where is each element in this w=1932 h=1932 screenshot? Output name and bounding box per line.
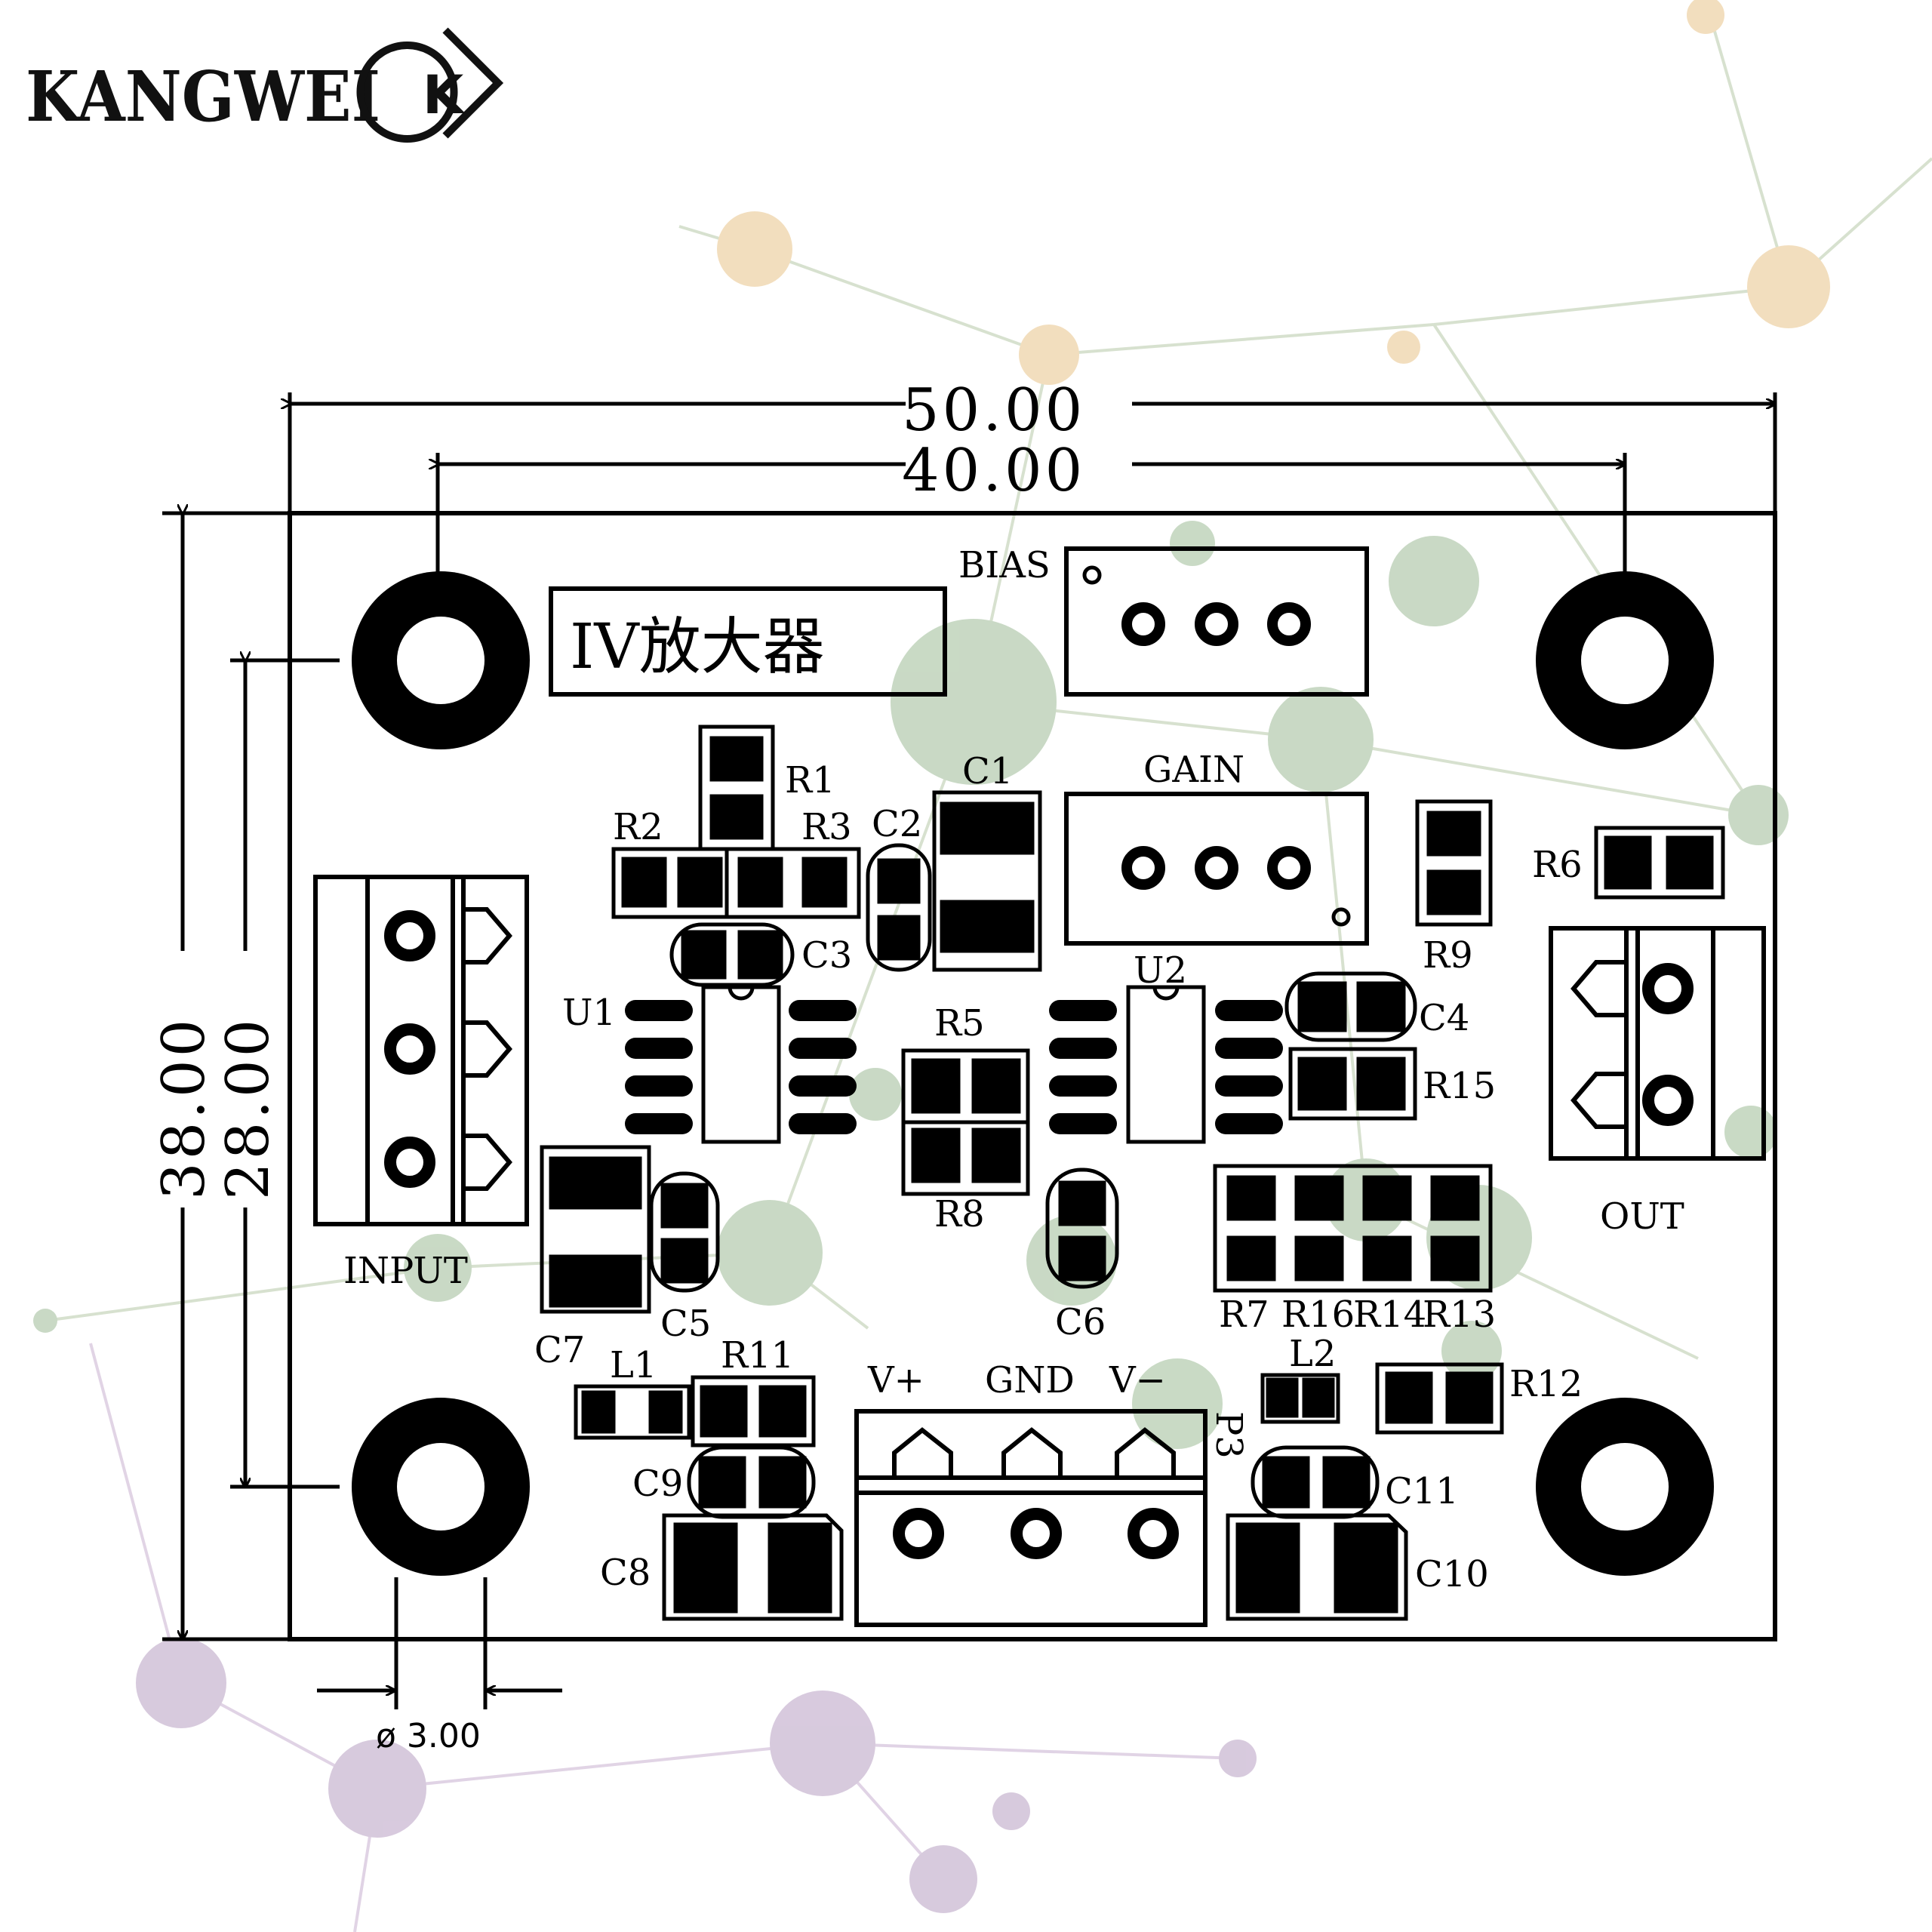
- mounting-hole: [352, 571, 530, 749]
- bias-potentiometer: [1064, 546, 1369, 697]
- svg-text:KANGWEI: KANGWEI: [26, 56, 380, 137]
- label-c5: C5: [660, 1303, 711, 1345]
- svg-text:K: K: [423, 64, 466, 126]
- board-title-box: [549, 586, 947, 697]
- label-c11: C11: [1385, 1470, 1459, 1512]
- resistor-r15: [1288, 1047, 1417, 1121]
- label-r7: R7: [1219, 1294, 1269, 1336]
- resistor-r11: [691, 1375, 816, 1447]
- label-r16: R16: [1281, 1294, 1355, 1336]
- dimension-annotations: [162, 392, 1777, 1709]
- capacitor-c11: [1251, 1445, 1380, 1519]
- output-label: OUT: [1600, 1195, 1684, 1238]
- height-holes-dimension: 28.00: [214, 1017, 282, 1200]
- label-r15: R15: [1423, 1065, 1496, 1107]
- opamp-u2: [1049, 985, 1283, 1144]
- hole-diameter-dimension: ø 3.00: [376, 1717, 481, 1755]
- width-holes-dimension: 40.00: [902, 437, 1085, 505]
- capacitor-c8: [662, 1513, 844, 1621]
- input-label: INPUT: [343, 1250, 468, 1292]
- resistor-array-r7-r13: [1213, 1164, 1493, 1293]
- gain-label: GAIN: [1143, 749, 1244, 791]
- resistor-r12: [1375, 1362, 1504, 1435]
- label-c1: C1: [962, 750, 1013, 792]
- kangwei-logo: KANGWEI K: [26, 27, 504, 143]
- label-r6: R6: [1532, 844, 1583, 886]
- mounting-hole: [352, 1398, 530, 1576]
- capacitor-c4: [1284, 971, 1417, 1042]
- label-c3: C3: [801, 934, 852, 977]
- opamp-u1: [625, 985, 857, 1144]
- label-c7: C7: [534, 1329, 585, 1371]
- label-r11: R11: [721, 1334, 794, 1377]
- pcb-board-outline: [288, 511, 1777, 1641]
- power-vminus-label: V−: [1109, 1359, 1166, 1401]
- component-labels: R1 R2 R3 C1 C2 C3 U1 U2 R5 R8 C6 R9 R6 C…: [534, 750, 1583, 1595]
- resistor-r2: [611, 847, 729, 919]
- label-u2: U2: [1134, 949, 1187, 992]
- label-r8: R8: [934, 1193, 985, 1235]
- label-c6: C6: [1055, 1301, 1106, 1343]
- capacitor-c9: [687, 1445, 816, 1519]
- capacitor-c6: [1045, 1168, 1119, 1289]
- capacitor-c7: [540, 1145, 651, 1314]
- resistor-r8: [901, 1120, 1030, 1196]
- board-title: IV放大器: [570, 611, 825, 683]
- power-terminal-block: [854, 1409, 1208, 1627]
- smd-components: [540, 724, 1725, 1621]
- capacitor-c10: [1226, 1513, 1408, 1621]
- label-c10: C10: [1415, 1553, 1489, 1595]
- capacitor-c3: [669, 922, 795, 987]
- resistor-r1: [698, 724, 775, 851]
- resistor-r6: [1594, 826, 1725, 900]
- label-u1: U1: [562, 992, 616, 1034]
- inductor-l1: [574, 1384, 691, 1440]
- input-terminal-block: [313, 875, 529, 1226]
- capacitor-c2: [866, 843, 932, 972]
- label-r5: R5: [934, 1002, 985, 1044]
- label-c8: C8: [600, 1552, 651, 1594]
- mounting-holes: [352, 571, 1714, 1576]
- background-molecule-art: [33, 0, 1932, 1932]
- capacitor-c1: [932, 790, 1042, 972]
- mounting-hole: [1536, 1398, 1714, 1576]
- height-outer-dimension: 38.00: [150, 1017, 218, 1200]
- label-c4: C4: [1419, 997, 1469, 1039]
- bias-label: BIAS: [958, 544, 1051, 586]
- label-p3: P3: [1208, 1411, 1250, 1459]
- gain-potentiometer: [1064, 792, 1369, 946]
- output-terminal-block: [1549, 926, 1766, 1161]
- capacitor-c5: [649, 1171, 720, 1293]
- resistor-r3: [724, 847, 861, 919]
- label-l1: L1: [610, 1344, 657, 1386]
- label-r2: R2: [613, 806, 663, 848]
- inductor-l2: [1260, 1373, 1340, 1424]
- label-c2: C2: [872, 803, 922, 845]
- width-outer-dimension: 50.00: [902, 377, 1085, 445]
- power-vplus-label: V+: [867, 1359, 924, 1401]
- resistor-r9: [1415, 799, 1493, 927]
- label-r9: R9: [1423, 934, 1473, 977]
- resistor-r5: [901, 1048, 1030, 1124]
- label-r1: R1: [785, 759, 835, 801]
- label-r3: R3: [801, 806, 852, 848]
- mounting-hole: [1536, 571, 1714, 749]
- label-r14: R14: [1353, 1294, 1426, 1336]
- power-gnd-label: GND: [985, 1359, 1075, 1401]
- label-r13: R13: [1423, 1294, 1496, 1336]
- label-l2: L2: [1289, 1333, 1336, 1375]
- label-c9: C9: [632, 1463, 683, 1505]
- label-r12: R12: [1509, 1363, 1583, 1405]
